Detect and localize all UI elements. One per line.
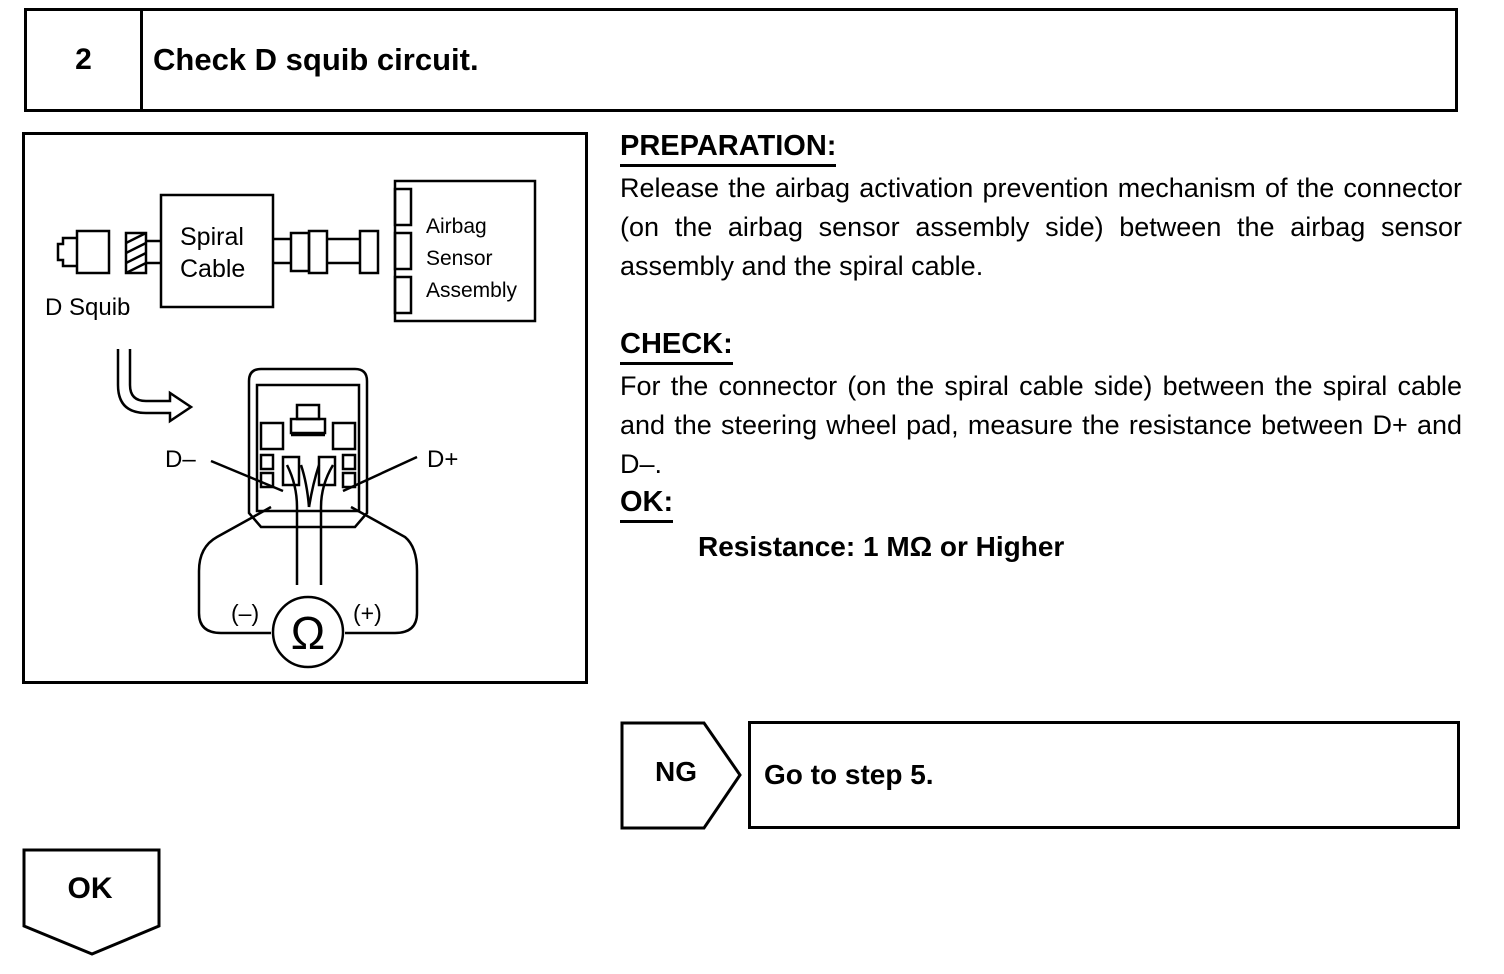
- ohm-meter-icon: [271, 595, 345, 669]
- resistance-spec: Resistance: 1 MΩ or Higher: [698, 531, 1065, 562]
- d-squib-connector-icon: [75, 229, 111, 275]
- check-text: For the connector (on the spiral cable s…: [620, 371, 1462, 479]
- step-title: Check D squib circuit.: [153, 42, 479, 77]
- spiral-cable-connector-icon: [289, 231, 311, 273]
- ok-heading: OK:: [620, 484, 674, 523]
- preparation-heading: PREPARATION:: [620, 128, 837, 167]
- spiral-cable-label-line1: Spiral: [180, 223, 244, 251]
- probe-wire-minus: [285, 464, 299, 585]
- spiral-cable-label-line2: Cable: [180, 255, 245, 283]
- circuit-diagram: D Squib Spiral Cable Airbag Sensor Assem…: [45, 179, 537, 669]
- d-squib-label: D Squib: [45, 294, 130, 321]
- check-heading: CHECK:: [620, 326, 733, 365]
- d-minus-label: D–: [165, 446, 196, 473]
- ng-result-box: Go to step 5.: [748, 721, 1460, 829]
- spiral-cable-box: [159, 193, 275, 309]
- airbag-sensor-label-line2: Sensor: [426, 247, 493, 270]
- ok-label: OK: [67, 872, 113, 905]
- arrow-icon: [116, 349, 194, 424]
- ok-branch: OK: [22, 848, 162, 963]
- d-squib-plug-icon: [56, 236, 77, 268]
- probe-wire-plus: [319, 464, 335, 585]
- meter-lead-minus: [197, 505, 272, 635]
- ohm-symbol: Ω: [291, 607, 325, 659]
- check-section: CHECK: For the connector (on the spiral …: [620, 326, 1462, 567]
- meter-plus-label: (+): [353, 600, 382, 626]
- step-number: 2: [27, 11, 143, 109]
- ng-result-text: Go to step 5.: [764, 759, 934, 790]
- connector-body-icon: [247, 367, 369, 529]
- sensor-connector-icon: [358, 229, 380, 275]
- ng-arrow-box: [620, 721, 742, 830]
- preparation-section: PREPARATION: Release the airbag activati…: [620, 128, 1462, 286]
- preparation-text: Release the airbag activation prevention…: [620, 173, 1462, 281]
- meter-lead-plus: [345, 505, 419, 635]
- ok-arrow-box: [22, 848, 161, 956]
- d-plus-label: D+: [427, 446, 458, 473]
- airbag-sensor-label-line1: Airbag: [426, 215, 487, 238]
- d-plus-leader: [342, 455, 418, 493]
- meter-minus-label: (–): [231, 600, 259, 626]
- step-header: 2 Check D squib circuit.: [24, 8, 1458, 112]
- ng-branch: NG: [620, 720, 744, 837]
- airbag-sensor-label-line3: Assembly: [426, 279, 518, 302]
- ng-label: NG: [655, 756, 697, 787]
- circuit-figure: D Squib Spiral Cable Airbag Sensor Assem…: [22, 132, 588, 684]
- d-minus-leader: [210, 459, 284, 493]
